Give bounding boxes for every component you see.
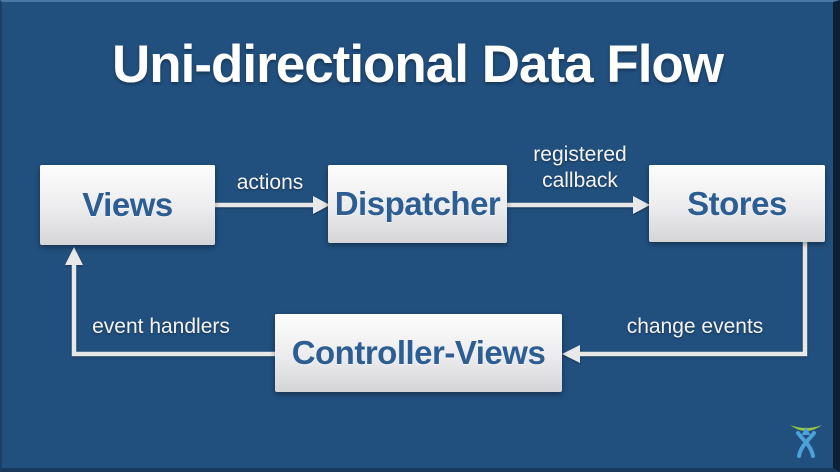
edge-label-registered-callback: registered callback xyxy=(533,143,627,192)
edge-stores-to-controller-views-arrowhead xyxy=(562,345,580,363)
node-views: Views xyxy=(40,165,215,245)
node-controller-views: Controller-Views xyxy=(275,314,562,392)
edge-controller-views-to-views-arrowhead xyxy=(65,247,83,265)
edge-label-actions: actions xyxy=(236,171,304,194)
edge-stores-to-controller-views-line xyxy=(579,242,808,357)
slide-title: Uni-directional Data Flow xyxy=(111,35,724,94)
node-dispatcher: Dispatcher xyxy=(328,165,507,243)
edge-views-to-dispatcher-arrowhead xyxy=(313,196,330,214)
edge-label-event-handlers: event handlers xyxy=(92,315,230,338)
edge-controller-views-to-views-line xyxy=(71,264,275,357)
edge-label-change-events: change events xyxy=(626,315,764,338)
edge-dispatcher-to-stores-arrowhead xyxy=(633,196,650,214)
node-stores: Stores xyxy=(649,165,825,242)
atlassian-logo-icon xyxy=(790,425,822,458)
